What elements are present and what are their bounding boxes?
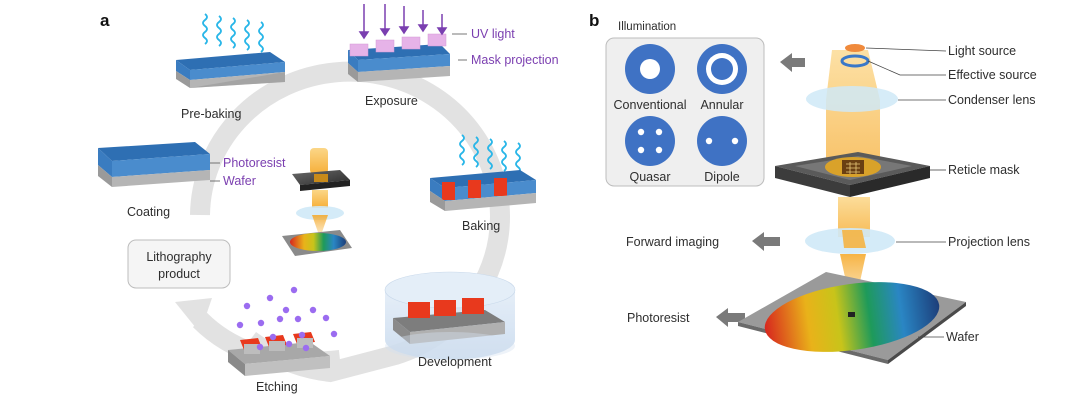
conventional-illumination-icon bbox=[625, 44, 675, 94]
arrow-left-icon-forward bbox=[752, 232, 780, 251]
panel-a-label: a bbox=[100, 11, 110, 30]
annotation-uv-light: UV light bbox=[471, 27, 515, 41]
step-label-development: Development bbox=[418, 355, 492, 369]
leader-lines bbox=[865, 47, 947, 338]
exposure-illustration bbox=[348, 4, 467, 82]
product-box-line2: product bbox=[158, 267, 200, 281]
annotation-photoresist: Photoresist bbox=[223, 156, 286, 170]
coating-illustration bbox=[98, 142, 220, 187]
wafer-plate bbox=[738, 272, 966, 364]
etchant-particles bbox=[236, 286, 338, 352]
heat-wave-icons bbox=[202, 13, 264, 53]
etching-illustration bbox=[228, 286, 338, 376]
label-light-source: Light source bbox=[948, 44, 1016, 58]
label-effective-source: Effective source bbox=[948, 68, 1037, 82]
arrow-left-icon-illumination bbox=[780, 53, 805, 72]
light-source-disc bbox=[845, 44, 865, 52]
mini-projection-system bbox=[282, 148, 352, 256]
uv-light-arrows bbox=[358, 4, 448, 40]
baking-illustration bbox=[430, 134, 536, 211]
mode-label-conventional: Conventional bbox=[614, 98, 687, 112]
development-illustration bbox=[384, 271, 516, 360]
label-reticle-mask: Reticle mask bbox=[948, 163, 1020, 177]
panel-a: a Pre-baking bbox=[98, 4, 559, 394]
annotation-wafer: Wafer bbox=[223, 174, 256, 188]
label-projection-lens: Projection lens bbox=[948, 235, 1030, 249]
cycle-arrow bbox=[190, 61, 510, 383]
step-label-baking: Baking bbox=[462, 219, 500, 233]
panel-b-label: b bbox=[589, 11, 599, 30]
mask-blocks bbox=[349, 33, 447, 57]
mode-label-dipole: Dipole bbox=[704, 170, 739, 184]
step-label-etching: Etching bbox=[256, 380, 298, 394]
product-box-line1: Lithography bbox=[146, 250, 212, 264]
output-forward-imaging: Forward imaging bbox=[626, 235, 719, 249]
illumination-modes-box: Conventional Annular Quasar Dipole bbox=[605, 37, 765, 187]
label-wafer: Wafer bbox=[946, 330, 979, 344]
annotation-mask-projection: Mask projection bbox=[471, 53, 559, 67]
mode-label-quasar: Quasar bbox=[630, 170, 671, 184]
panel-b: b Illumination Conventional Annular bbox=[589, 11, 1037, 364]
label-condenser-lens: Condenser lens bbox=[948, 93, 1036, 107]
cycle-arrowhead bbox=[175, 298, 212, 333]
mode-label-annular: Annular bbox=[700, 98, 743, 112]
annular-illumination-icon bbox=[697, 44, 747, 94]
optical-column bbox=[738, 44, 966, 364]
reticle-mask bbox=[775, 152, 930, 197]
lithography-product-box: Lithography product bbox=[127, 239, 231, 289]
quasar-illumination-icon bbox=[625, 116, 675, 166]
heat-wave-icons-baking bbox=[459, 134, 521, 174]
step-label-coating: Coating bbox=[127, 205, 170, 219]
prebaking-illustration bbox=[176, 13, 285, 88]
output-photoresist: Photoresist bbox=[627, 311, 690, 325]
arrow-left-icon-photoresist bbox=[716, 308, 745, 327]
dipole-illumination-icon bbox=[697, 116, 747, 166]
condenser-lens bbox=[806, 86, 898, 112]
step-label-prebaking: Pre-baking bbox=[181, 107, 241, 121]
illumination-title: Illumination bbox=[618, 21, 676, 33]
step-label-exposure: Exposure bbox=[365, 94, 418, 108]
